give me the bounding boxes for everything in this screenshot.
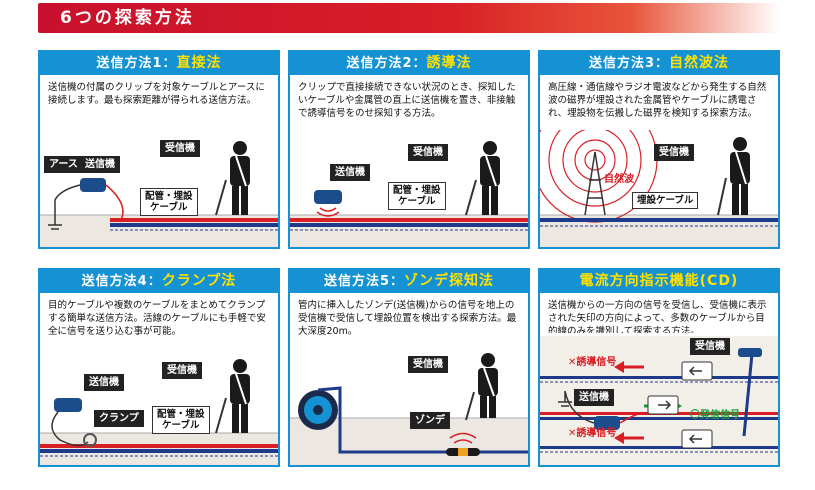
panel-sonde-method: 送信方法5：ゾンデ探知法 管内に挿入したゾンデ(送信機)からの信号を地上の受信機… xyxy=(288,268,530,467)
pipe-label-line2: ケーブル xyxy=(150,202,188,213)
panel-description: 管内に挿入したゾンデ(送信機)からの信号を地上の受信機で受信して埋設位置を検出す… xyxy=(298,300,517,337)
panel-induction-method: 送信方法2：誘導法 クリップで直接接続できない状況のとき、探知したいケーブルや金… xyxy=(288,50,530,249)
section-title: 6つの探索方法 xyxy=(60,8,195,28)
worker-silhouette-icon xyxy=(465,141,500,216)
pipe-label-line1: 配管・埋設 xyxy=(393,185,441,196)
sent-signal-label: 〇発信信号 xyxy=(690,410,740,421)
transmitter-icon xyxy=(314,190,342,204)
receiver-label: 受信機 xyxy=(162,362,202,379)
pipe-label-line2: ケーブル xyxy=(162,420,200,431)
panel-header-highlight: 誘導法 xyxy=(426,55,472,71)
transmitter-icon xyxy=(594,416,620,430)
direct-method-illustration xyxy=(40,141,278,247)
panel-illustration: 自然波 受信機 埋設ケーブル xyxy=(540,130,778,247)
pipe-label-line2: ケーブル xyxy=(398,196,436,207)
clamp-method-illustration xyxy=(40,359,278,465)
pipe-label-line1: 配管・埋設 xyxy=(157,409,205,420)
earth-label: アース xyxy=(44,156,83,173)
panel-header: 送信方法4：クランプ法 xyxy=(40,270,278,293)
panel-illustration: 受信機 送信機 ✕誘導信号 〇発信信号 ✕誘導信号 xyxy=(540,336,778,465)
panel-illustration: アース 送信機 受信機 配管・埋設 ケーブル xyxy=(40,130,278,247)
panel-illustration: 送信機 受信機 クランプ 配管・埋設 ケーブル xyxy=(40,348,278,465)
panel-header-prefix: 送信方法4： xyxy=(81,274,162,289)
panel-header: 送信方法3：自然波法 xyxy=(540,52,778,75)
panel-illustration: 受信機 ゾンデ xyxy=(290,348,528,465)
receiver-label: 受信機 xyxy=(408,356,448,373)
receiver-label: 受信機 xyxy=(654,144,694,161)
clamp-icon xyxy=(83,433,97,447)
pipe-cable-label: 配管・埋設 ケーブル xyxy=(140,188,198,216)
induced-signal-top-label: ✕誘導信号 xyxy=(568,357,617,368)
transmitter-label: 送信機 xyxy=(574,389,614,406)
natural-wave-illustration xyxy=(540,130,778,247)
panel-header-prefix: 送信方法3： xyxy=(588,56,670,71)
transmitter-icon xyxy=(54,398,82,412)
panel-header: 送信方法1：直接法 xyxy=(40,52,278,75)
panel-header-prefix: 送信方法5： xyxy=(323,274,405,289)
pipe-cable-label: 配管・埋設 ケーブル xyxy=(388,182,446,210)
pipe-cable-label: 配管・埋設 ケーブル xyxy=(152,406,210,434)
radio-tower-icon xyxy=(584,151,606,216)
sonde-label: ゾンデ xyxy=(410,412,450,429)
panel-header: 送信方法5：ゾンデ探知法 xyxy=(290,270,528,293)
panel-header-highlight: ゾンデ探知法 xyxy=(404,273,495,289)
worker-silhouette-icon xyxy=(215,141,250,216)
panel-illustration: 送信機 受信機 配管・埋設 ケーブル xyxy=(290,130,528,247)
panel-header: 電流方向指示機能(CD) xyxy=(540,270,778,293)
sonde-method-illustration xyxy=(290,353,528,465)
pipe-label-line1: 配管・埋設 xyxy=(145,191,193,202)
buried-cable-label: 埋設ケーブル xyxy=(632,192,699,209)
natural-wave-label: 自然波 xyxy=(604,174,634,185)
panel-header-title: 電流方向指示機能(CD) xyxy=(579,273,739,289)
worker-silhouette-icon xyxy=(717,137,750,216)
worker-silhouette-icon xyxy=(215,359,250,434)
cable-reel-icon xyxy=(298,390,338,430)
transmitter-label: 送信機 xyxy=(80,156,120,173)
transmitter-label: 送信機 xyxy=(84,374,124,391)
worker-silhouette-icon xyxy=(465,353,498,421)
transmitter-label: 送信機 xyxy=(330,164,370,181)
panel-header-prefix: 送信方法2： xyxy=(346,56,427,71)
panel-header-highlight: 直接法 xyxy=(176,55,222,71)
panel-natural-wave-method: 送信方法3：自然波法 高圧線・通信線やラジオ電波などから発生する自然波の磁界が埋… xyxy=(538,50,780,249)
panel-description: クリップで直接接続できない状況のとき、探知したいケーブルや金属管の直上に送信機を… xyxy=(298,82,516,119)
panel-header: 送信方法2：誘導法 xyxy=(290,52,528,75)
panel-description: 高圧線・通信線やラジオ電波などから発生する自然波の磁界が埋設された金属管やケーブ… xyxy=(548,82,767,119)
panel-header-prefix: 送信方法1： xyxy=(96,56,177,71)
induced-signal-bottom-label: ✕誘導信号 xyxy=(568,428,617,439)
panel-clamp-method: 送信方法4：クランプ法 目的ケーブルや複数のケーブルをまとめてクランプする簡単な… xyxy=(38,268,280,467)
panel-description: 送信機の付属のクリップを対象ケーブルとアースに接続します。最も探索距離が得られる… xyxy=(48,82,265,106)
panel-header-highlight: 自然波法 xyxy=(669,55,730,71)
receiver-icon xyxy=(738,348,762,437)
panel-description: 目的ケーブルや複数のケーブルをまとめてクランプする簡単な送信方法。活線のケーブル… xyxy=(48,300,266,337)
receiver-label: 受信機 xyxy=(690,338,730,355)
receiver-label: 受信機 xyxy=(408,144,448,161)
panel-direct-method: 送信方法1：直接法 送信機の付属のクリップを対象ケーブルとアースに接続します。最… xyxy=(38,50,280,249)
transmitter-icon xyxy=(80,178,106,192)
section-banner: 6つの探索方法 xyxy=(38,3,780,33)
panel-current-direction: 電流方向指示機能(CD) 送信機からの一方向の信号を受信し、受信機に表示された矢… xyxy=(538,268,780,467)
panel-header-highlight: クランプ法 xyxy=(161,273,237,289)
clamp-label: クランプ xyxy=(94,410,144,427)
receiver-label: 受信機 xyxy=(160,140,200,157)
panel-description: 送信機からの一方向の信号を受信し、受信機に表示された矢印の方向によって、多数のケ… xyxy=(548,300,767,333)
induction-method-illustration xyxy=(290,141,528,247)
